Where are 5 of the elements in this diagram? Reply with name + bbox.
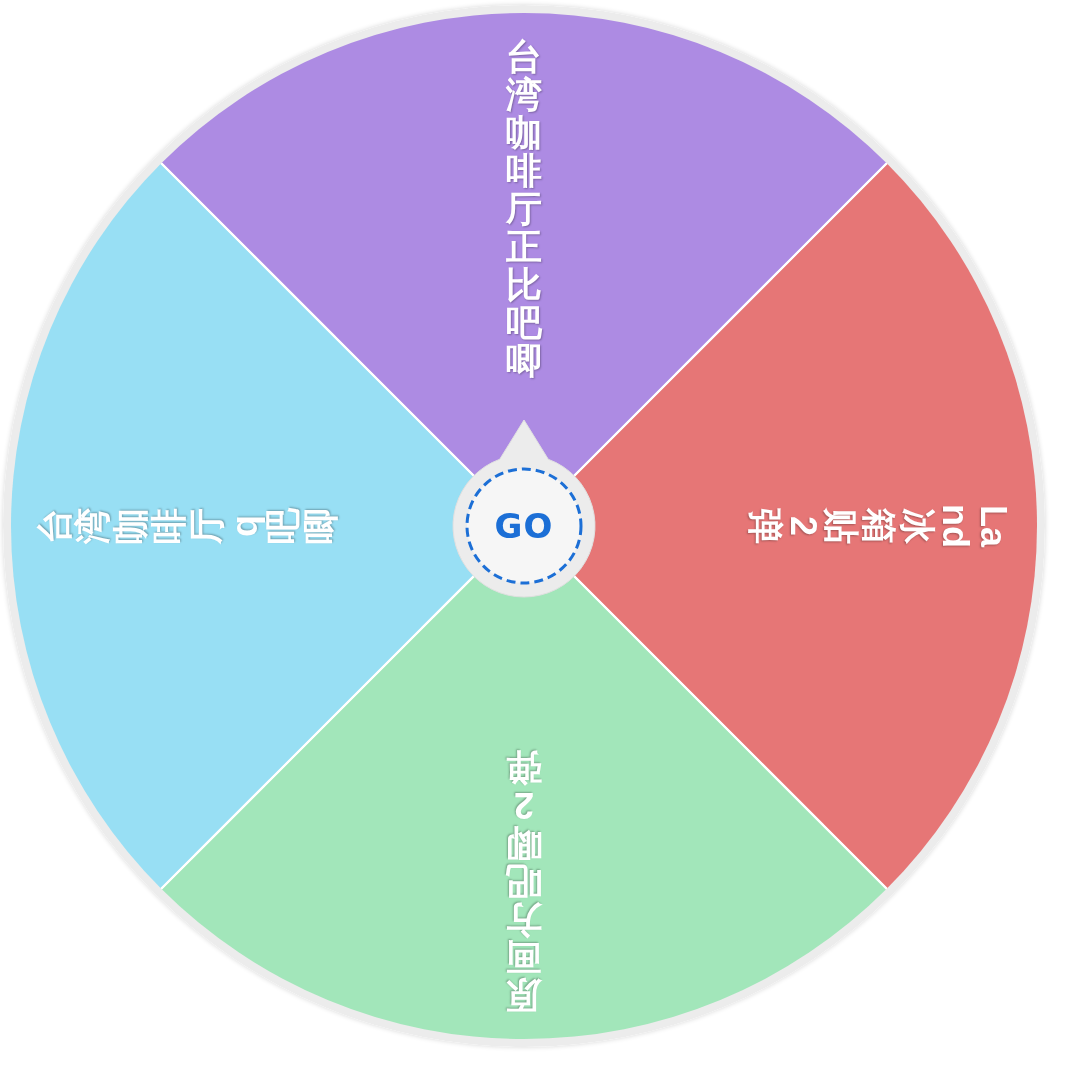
go-button: GO (452, 420, 596, 598)
slice-label: 台湾咖啡厅正比吧唧 (500, 38, 548, 380)
slice-label: Land冰箱贴2弹 (746, 502, 1012, 550)
slice-label: 台湾咖啡厅 q吧唧 (36, 502, 340, 550)
slice-label: 原画方吧唧2弹 (500, 748, 548, 1014)
